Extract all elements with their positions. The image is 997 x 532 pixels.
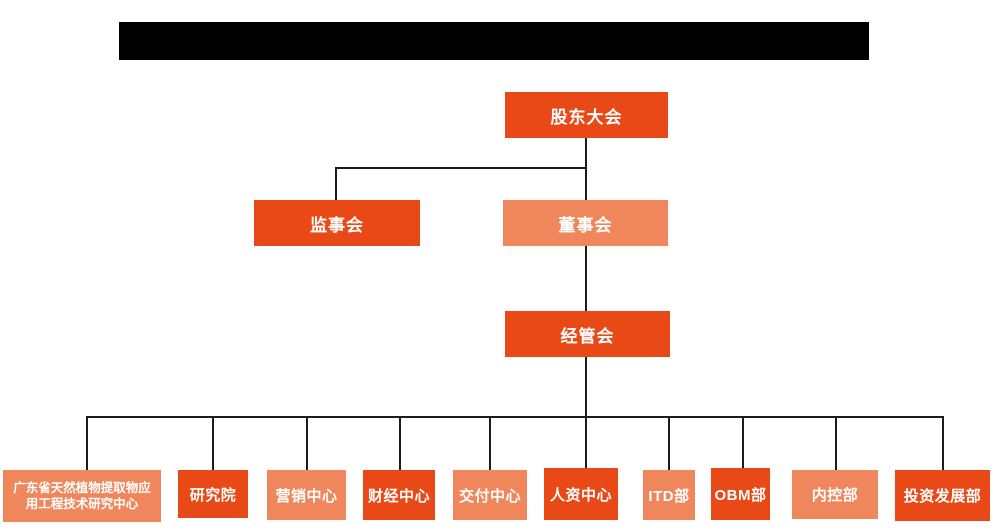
org-node-shareholders: 股东大会 (505, 92, 668, 138)
connector-line (942, 416, 944, 470)
org-node-gd-research-center: 广东省天然植物提取物应 用工程技术研究中心 (3, 470, 161, 522)
connector-line (399, 416, 401, 470)
connector-line (86, 416, 944, 418)
connector-line (306, 416, 308, 470)
connector-line (86, 416, 88, 470)
org-node-marketing-center: 营销中心 (267, 470, 346, 520)
connector-line (742, 416, 744, 470)
connector-line (335, 167, 337, 200)
connector-line (585, 357, 587, 418)
connector-line (585, 416, 587, 470)
connector-line (585, 138, 587, 169)
connector-line (835, 416, 837, 470)
org-node-investment-development-dept: 投资发展部 (895, 470, 990, 521)
connector-line (335, 167, 587, 169)
connector-line (585, 246, 587, 311)
redacted-title-bar (119, 22, 869, 60)
org-node-board-of-directors: 董事会 (503, 200, 668, 246)
org-node-itd-dept: ITD部 (643, 470, 695, 520)
org-node-internal-control-dept: 内控部 (792, 470, 878, 519)
connector-line (212, 416, 214, 470)
org-node-delivery-center: 交付中心 (453, 470, 527, 520)
org-node-management-committee: 经管会 (505, 311, 670, 357)
org-node-obm-dept: OBM部 (711, 468, 770, 520)
connector-line (668, 416, 670, 470)
connector-line (489, 416, 491, 470)
connector-line (585, 167, 587, 200)
org-node-supervisory-board: 监事会 (254, 200, 420, 246)
org-node-finance-center: 财经中心 (363, 470, 435, 520)
org-node-hr-center: 人资中心 (544, 468, 618, 520)
org-node-research-institute: 研究院 (178, 470, 248, 518)
